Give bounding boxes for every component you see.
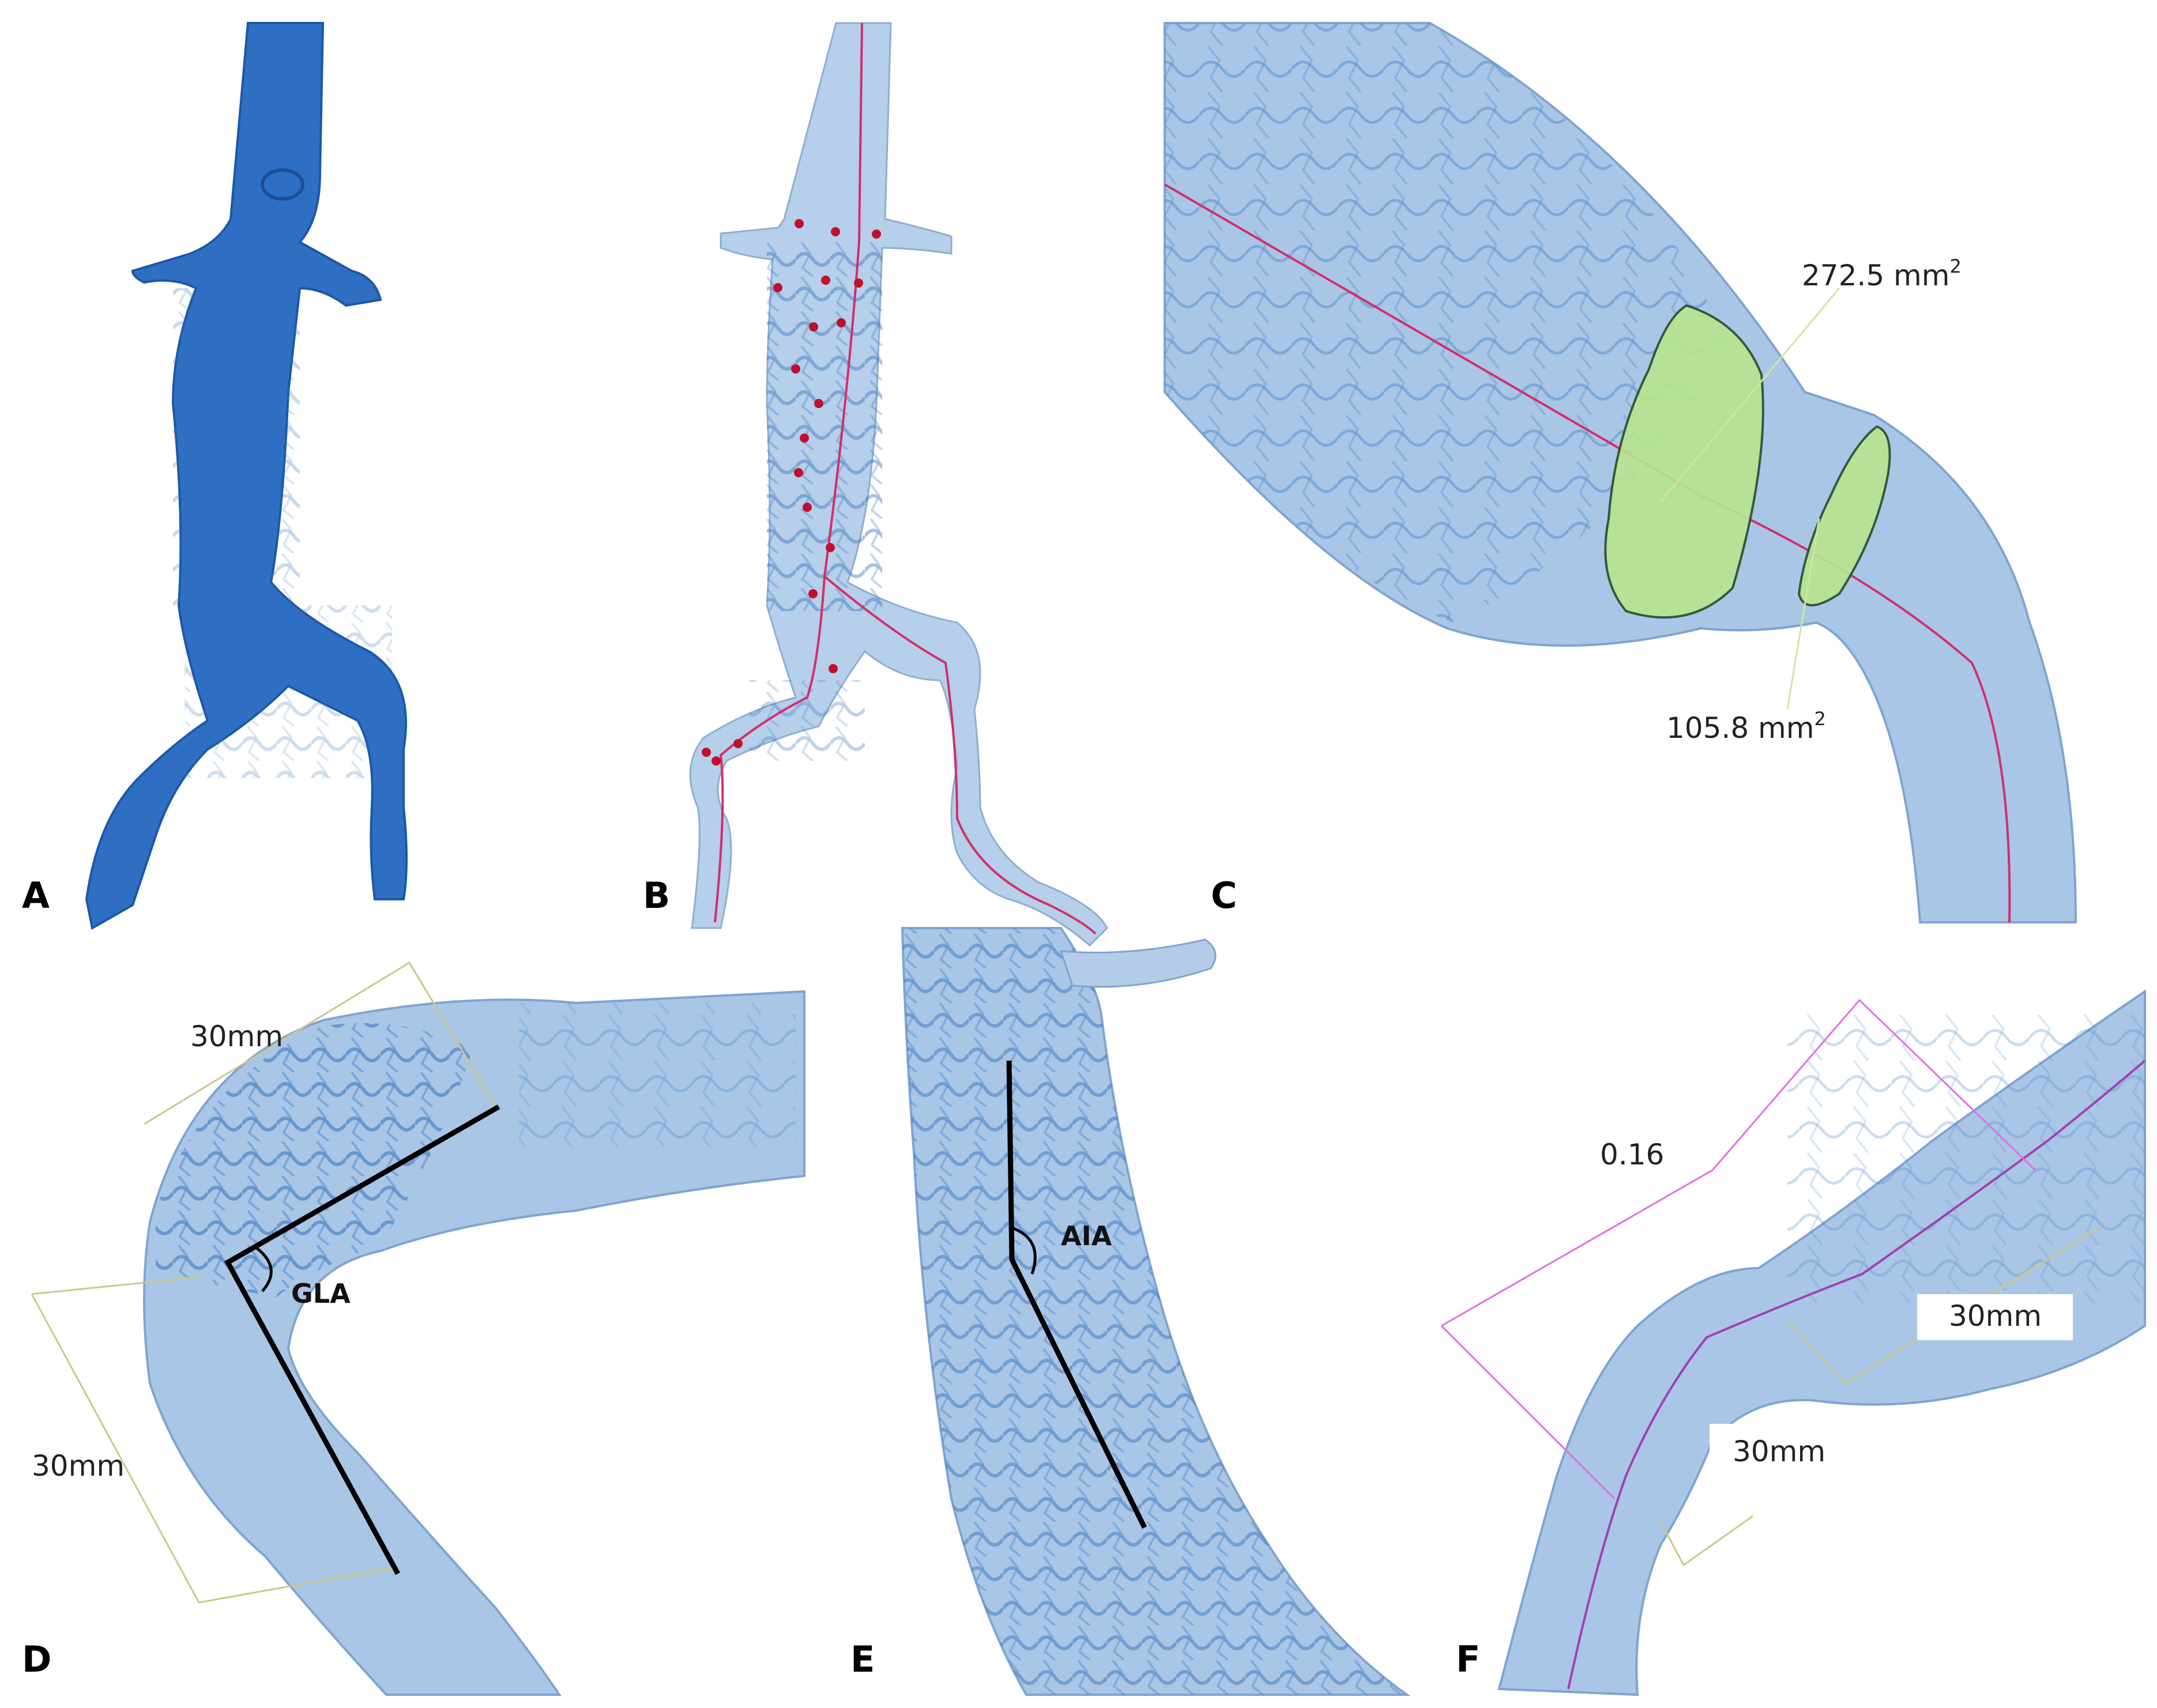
stent-graft-mesh xyxy=(750,242,882,761)
panel-b: B xyxy=(643,22,1108,947)
panel-f: 0.16 30mm 30mm F xyxy=(1440,989,2146,1696)
measurement-brackets-d xyxy=(31,961,497,1604)
length-right-bg xyxy=(1917,1294,2073,1340)
angle-lines-d xyxy=(224,1104,500,1575)
leader-line-upper xyxy=(1659,288,1840,502)
centerline-f xyxy=(1567,1060,2146,1690)
panel-d-letter: D xyxy=(22,1638,51,1680)
centerline xyxy=(714,22,1097,935)
centerline-c xyxy=(1164,183,2011,923)
angle-label-e: AIA xyxy=(1061,1220,1112,1251)
length-top-d: 30mm xyxy=(190,1020,283,1053)
panel-f-letter: F xyxy=(1456,1638,1480,1680)
centerline-control-points xyxy=(702,219,881,766)
angle-label-d: GLA xyxy=(291,1278,351,1309)
angle-lines-e xyxy=(1006,1060,1147,1529)
panel-b-letter: B xyxy=(643,874,670,917)
leader-line-lower xyxy=(1786,518,1820,710)
panel-e: AIA E xyxy=(850,927,1411,1696)
panel-c-letter: C xyxy=(1211,874,1237,917)
length-right-f: 30mm xyxy=(1949,1299,2042,1333)
area-upper-label: 272.5 mm2 xyxy=(1802,255,1962,292)
vessel-bend-translucent xyxy=(143,990,805,1696)
length-bottom-f: 30mm xyxy=(1733,1435,1825,1468)
angle-arc-d xyxy=(255,1247,273,1292)
area-lower-label: 105.8 mm2 xyxy=(1666,708,1826,745)
panel-a-letter: A xyxy=(22,874,50,917)
vessel-curve-translucent xyxy=(1497,989,2146,1696)
area-plane-small xyxy=(1797,425,1891,606)
panel-c: 272.5 mm2 105.8 mm2 C xyxy=(1164,22,2077,923)
ratio-box xyxy=(1440,998,2036,1500)
area-plane-large xyxy=(1604,304,1764,619)
measurement-brackets-f xyxy=(1659,1227,2099,1567)
angle-arc-e xyxy=(1011,1226,1037,1275)
stent-graft-zoom xyxy=(901,927,1411,1696)
aorta-surface-texture xyxy=(173,168,392,778)
length-bottom-bg xyxy=(1710,1424,1865,1470)
panel-a: A xyxy=(22,22,408,930)
aorta-translucent-model xyxy=(689,22,1108,947)
length-bottom-d: 30mm xyxy=(32,1449,125,1483)
ratio-value-f: 0.16 xyxy=(1600,1138,1664,1171)
panel-e-letter: E xyxy=(850,1638,875,1680)
panel-d: 30mm 30mm GLA D xyxy=(22,961,805,1696)
